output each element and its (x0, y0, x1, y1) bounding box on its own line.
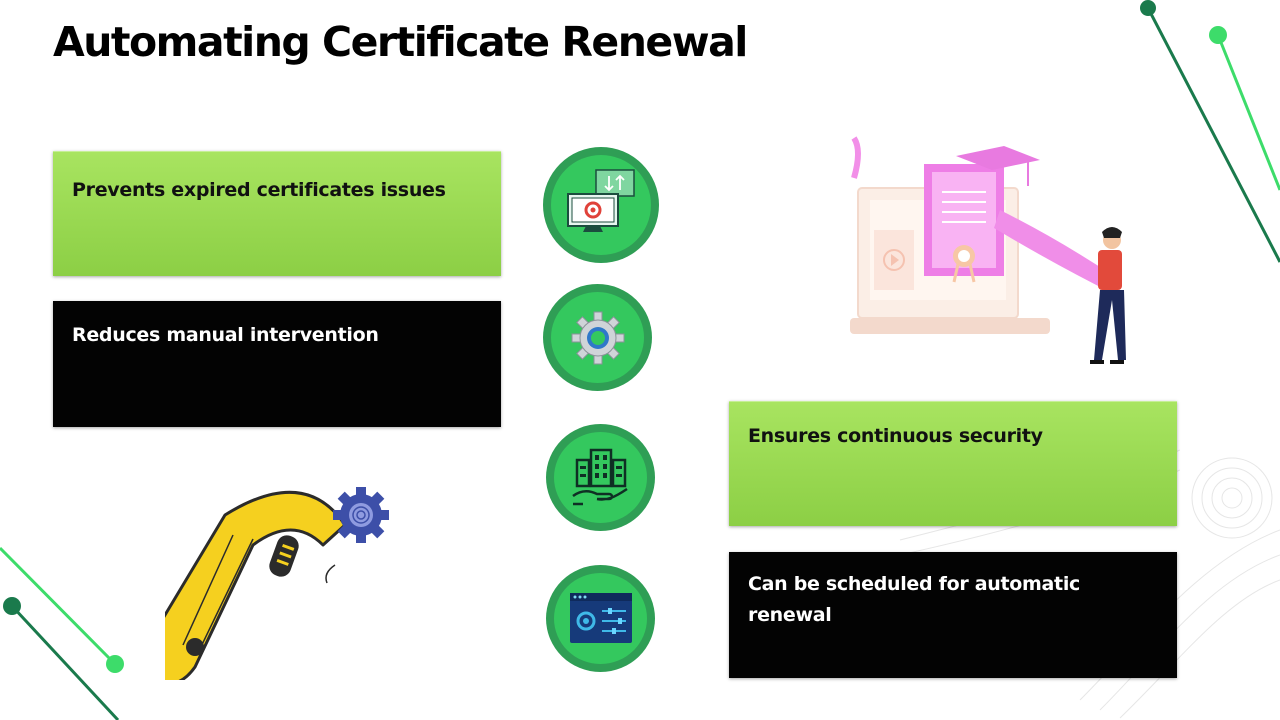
wrench-illustration (165, 487, 389, 680)
card-ensures-security: Ensures continuous security (729, 401, 1177, 526)
card-reduces-manual: Reduces manual intervention (53, 301, 501, 427)
control-panel-icon-circle (546, 565, 655, 672)
slide-title: Automating Certificate Renewal (53, 18, 748, 66)
building-hand-icon (571, 448, 628, 505)
card-scheduled-renewal: Can be scheduled for automatic renewal (729, 552, 1177, 678)
monitor-sync-icon (567, 169, 635, 232)
gear-icon (571, 311, 624, 364)
card-prevents-expired: Prevents expired certificates issues (53, 151, 501, 276)
gear-icon-circle (543, 284, 652, 391)
building-hand-icon-circle (546, 424, 655, 531)
control-panel-icon (569, 592, 632, 643)
monitor-sync-icon-circle (543, 147, 659, 263)
certificate-illustration (850, 136, 1126, 364)
